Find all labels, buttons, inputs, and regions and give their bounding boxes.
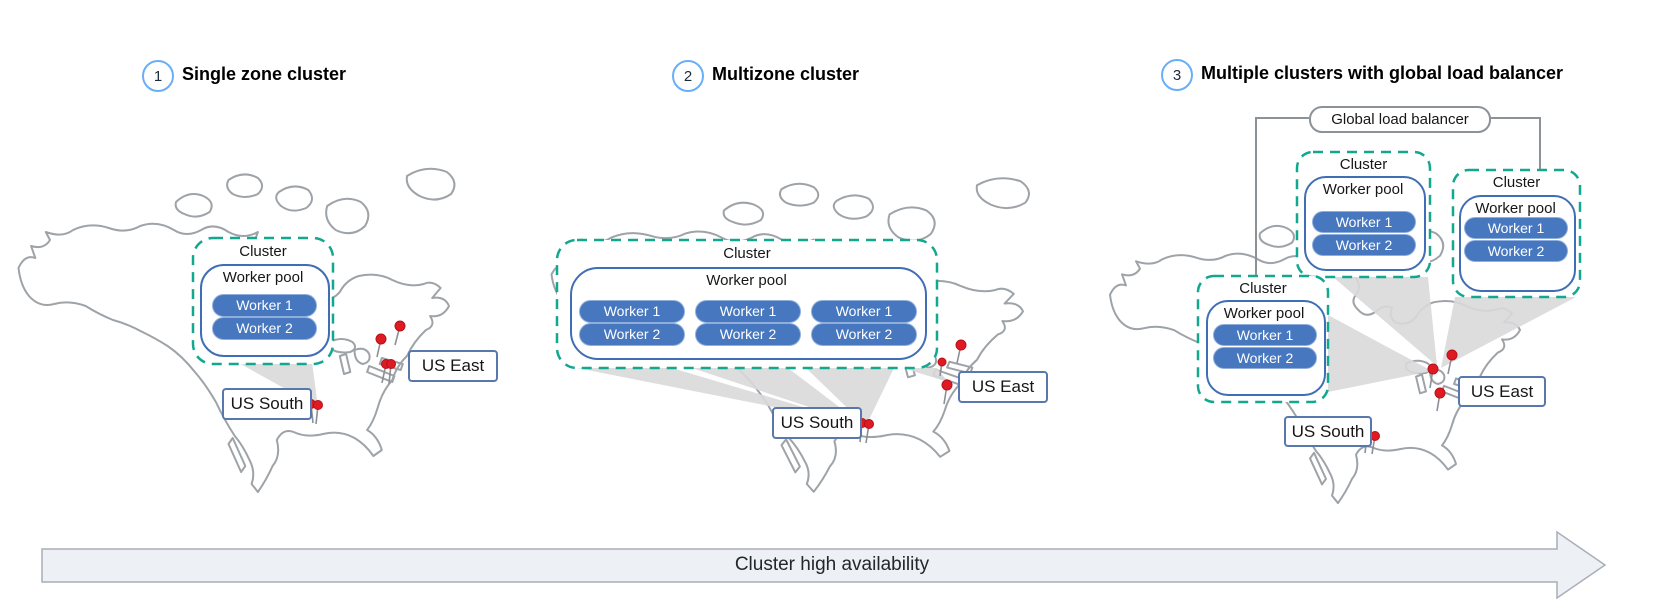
zone-beam — [1328, 315, 1432, 392]
worker-pill: Worker 1 — [695, 300, 801, 323]
zone-beam — [1333, 277, 1437, 366]
worker-pill: Worker 2 — [695, 323, 801, 346]
panel-1-badge: 1 — [142, 60, 174, 92]
zone-beam — [903, 368, 948, 382]
ha-arrow-label: Cluster high availability — [734, 554, 930, 575]
worker-pill: Worker 1 — [1312, 211, 1416, 233]
worker-pool-title: Worker pool — [1322, 181, 1404, 198]
cluster-title: Cluster — [1492, 174, 1541, 191]
region-label-us-east: US East — [408, 350, 498, 382]
worker-pill: Worker 1 — [811, 300, 917, 323]
panel-1-title: Single zone cluster — [182, 64, 347, 84]
worker-pill: Worker 2 — [811, 323, 917, 346]
load-balancer-connectors — [1255, 117, 1541, 276]
worker-pill: Worker 1 — [1213, 324, 1317, 346]
connector-left — [1255, 117, 1309, 276]
cluster-title: Cluster — [1239, 280, 1287, 297]
worker-pool-title: Worker pool — [1223, 305, 1305, 322]
region-label-us-east: US East — [958, 371, 1048, 403]
worker-pill: Worker 1 — [579, 300, 685, 323]
worker-pool-title: Worker pool — [222, 269, 304, 286]
cluster-title: Cluster — [723, 245, 771, 262]
zone-beam — [806, 368, 894, 426]
worker-pill: Worker 1 — [1464, 217, 1568, 239]
cluster-title: Cluster — [1339, 156, 1388, 173]
panel-2-title: Multizone cluster — [712, 64, 860, 84]
worker-pill: Worker 1 — [212, 294, 317, 317]
panel-2-badge: 2 — [672, 60, 704, 92]
ha-arrow — [41, 530, 1607, 600]
region-label-us-south: US South — [222, 388, 312, 420]
worker-pool-title: Worker pool — [1475, 200, 1556, 217]
region-label-us-south: US South — [772, 407, 862, 439]
panel-3-badge: 3 — [1161, 59, 1193, 91]
global-load-balancer: Global load balancer — [1309, 106, 1491, 133]
worker-pill: Worker 2 — [579, 323, 685, 346]
worker-pill: Worker 2 — [212, 317, 317, 340]
connector-right — [1487, 117, 1541, 172]
worker-pool-title: Worker pool — [706, 272, 787, 289]
zone-beam — [1441, 297, 1576, 368]
cluster-title: Cluster — [239, 243, 287, 260]
worker-pill: Worker 2 — [1312, 234, 1416, 256]
region-label-us-east: US East — [1458, 376, 1546, 407]
worker-pill: Worker 2 — [1213, 347, 1317, 369]
region-label-us-south: US South — [1284, 416, 1372, 447]
worker-pill: Worker 2 — [1464, 240, 1568, 262]
panel-3-title: Multiple clusters with global load balan… — [1201, 63, 1564, 83]
